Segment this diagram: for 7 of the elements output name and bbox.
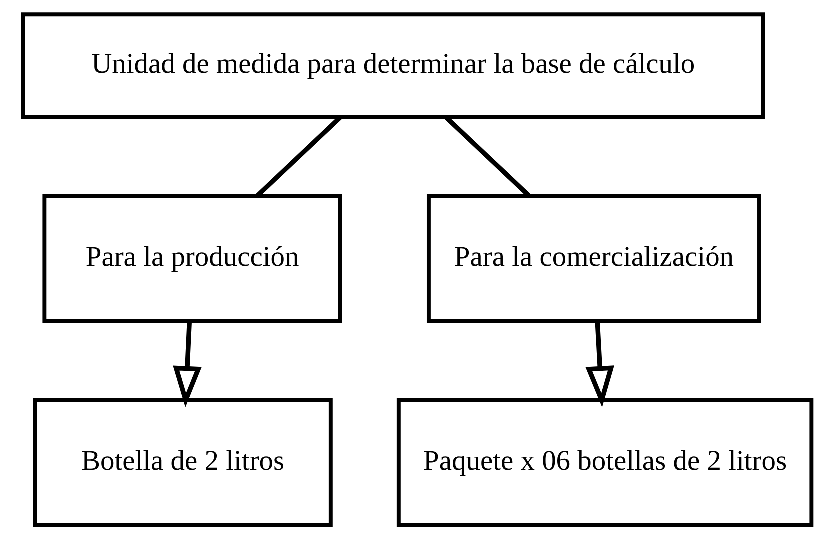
node-box: Paquete x 06 botellas de 2 litros <box>396 398 814 528</box>
node-box: Unidad de medida para determinar la base de cálculo <box>20 12 765 120</box>
node-box: Para la producción <box>42 194 342 324</box>
arrow <box>585 322 614 408</box>
arrow <box>172 322 202 408</box>
node-box: Botella de 2 litros <box>32 398 332 528</box>
node-box: Para la comercialización <box>426 194 761 324</box>
